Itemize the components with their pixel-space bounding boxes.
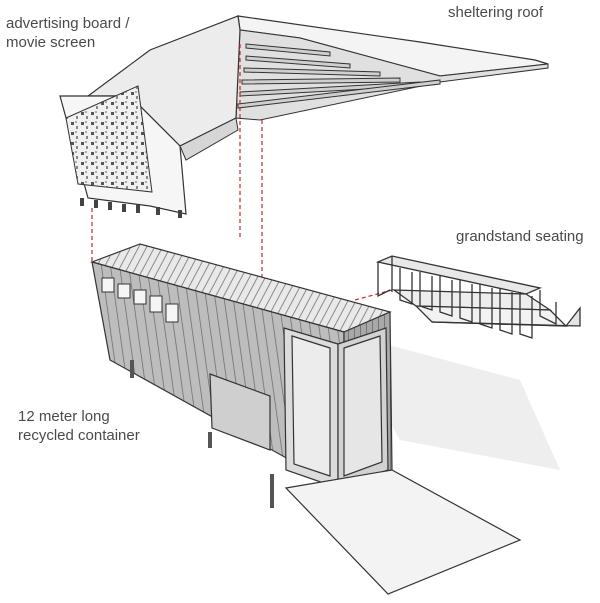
side-panel (209, 373, 271, 451)
ground-shadow (340, 332, 560, 470)
label-line: recycled container (18, 427, 140, 444)
roof-joists (237, 43, 441, 109)
grandstand-seating (375, 255, 581, 339)
label-grandstand-seating: grandstand seating (456, 227, 584, 246)
door-ramp (284, 469, 522, 595)
container-windows (101, 277, 179, 323)
roof-board-element (59, 15, 549, 218)
glass-doors (283, 327, 389, 489)
board-return (179, 117, 239, 161)
label-line: movie screen (6, 34, 96, 51)
label-recycled-container: 12 meter long recycled container (18, 407, 140, 445)
seating-frames (399, 268, 557, 339)
shipping-container (90, 243, 522, 595)
label-line: grandstand seating (456, 228, 584, 245)
movie-screen (65, 85, 153, 193)
label-sheltering-roof: sheltering roof (448, 3, 543, 22)
board-hangers (80, 198, 182, 218)
label-line: sheltering roof (448, 4, 544, 21)
label-advertising-board: advertising board / movie screen (6, 14, 129, 52)
label-line: advertising board / (6, 15, 130, 32)
label-line: 12 meter long (18, 408, 110, 425)
